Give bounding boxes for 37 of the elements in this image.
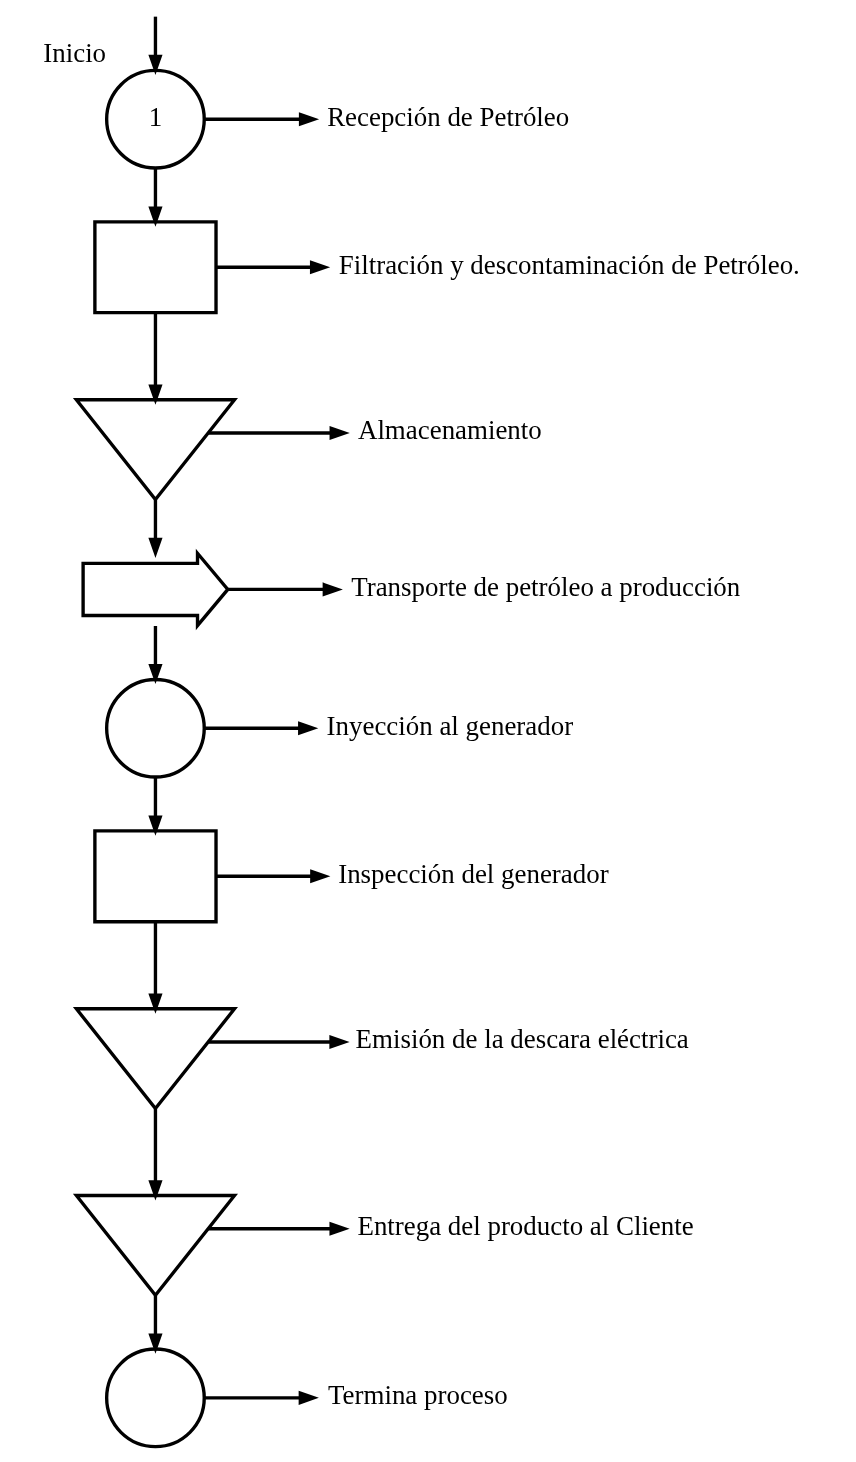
node-text: Recepción de Petróleo [327,101,570,132]
arrow [208,425,350,441]
node-triangle [72,1193,238,1298]
node-text: Almacenamiento [357,415,542,446]
node-triangle [72,1007,238,1112]
arrow [148,1295,163,1354]
node-circle: 1 [104,68,206,170]
arrow [148,499,163,558]
arrow [148,312,163,405]
node-text: Transporte de petróleo a producción [351,571,741,602]
arrow [148,16,163,76]
node-text: Filtración y descontaminación de Petróleo. [338,249,800,280]
arrow [204,112,320,127]
arrow [216,869,331,884]
node-label: Inicio [43,37,107,68]
node-text: Inspección del generador [338,858,609,889]
node-circle [104,1347,206,1449]
arrow [208,1034,350,1050]
arrow [204,721,319,736]
arrow [148,921,163,1014]
node-text: Termina proceso [328,1380,508,1411]
node-circle [104,677,206,779]
node-text: Inyección al generador [326,710,574,741]
node-text: Emisión de la descara eléctrica [355,1024,689,1055]
node-arrow [81,548,230,631]
node-text: Entrega del producto al Cliente [357,1211,694,1242]
arrow [148,777,163,836]
arrow [204,1390,319,1405]
arrow [148,168,163,227]
node-triangle [72,398,238,503]
arrow [208,1221,350,1236]
arrow [216,260,331,275]
arrow [148,626,163,685]
node-box [93,220,218,315]
arrow [148,1108,163,1201]
node-box [93,829,218,924]
arrow [227,582,343,597]
